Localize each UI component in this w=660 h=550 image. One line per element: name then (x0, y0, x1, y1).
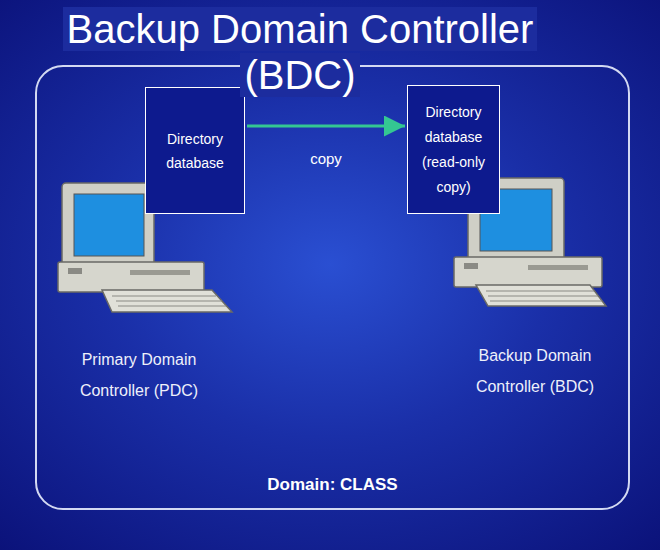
slide-title: Backup Domain Controller (BDC) (63, 7, 538, 97)
slide-title-block: Backup Domain Controller (BDC) (30, 6, 570, 98)
node-text: Domain: CLASS (267, 474, 397, 496)
database-box: Directory database (read-only copy) (407, 85, 500, 214)
pdc-label: Primary Domain Controller (PDC) (77, 344, 201, 406)
domain-region: Domain: CLASS Directory database Directory… (35, 65, 630, 510)
database-box: Directory database (145, 87, 245, 214)
node-text: Directory database (152, 127, 238, 175)
copy-arrow (247, 125, 405, 128)
node-text: Directory database (read-only copy) (414, 100, 493, 200)
edge-label: copy (307, 150, 345, 167)
bdc-label: Backup Domain Controller (BDC) (473, 340, 597, 402)
